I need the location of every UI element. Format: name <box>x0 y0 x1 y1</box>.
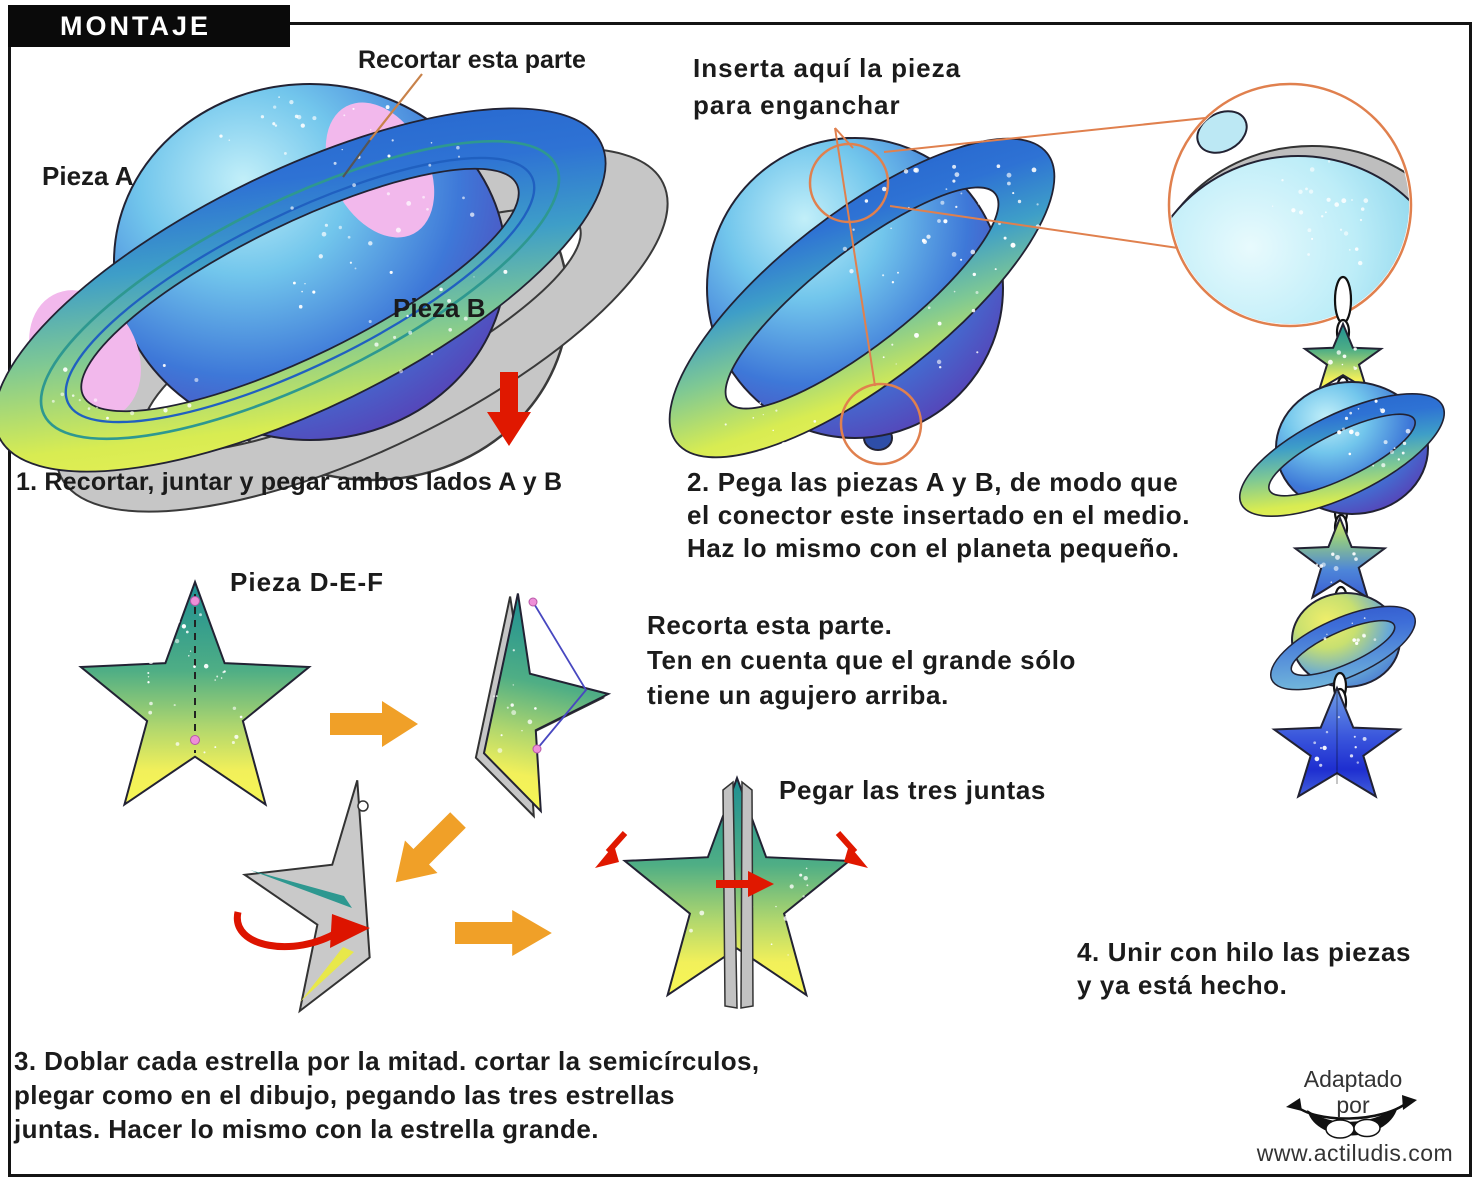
mobile-figure <box>1224 277 1461 797</box>
title-bar: MONTAJE <box>8 5 290 47</box>
notch <box>358 801 368 811</box>
credit-line-1: Adaptado <box>1281 1066 1425 1092</box>
step-4-text: 4. Unir con hilo las piezas y ya está he… <box>1077 936 1411 1002</box>
label-recortar-esta-parte: Recortar esta parte <box>358 44 586 76</box>
orange-arrow-right-1 <box>330 701 418 747</box>
star-flat <box>81 582 309 805</box>
credit-line-2: por <box>1281 1092 1425 1118</box>
orange-arrow-diagonal <box>380 804 475 899</box>
label-inserta: Inserta aquí la pieza para enganchar <box>693 50 961 124</box>
label-pegar-tres-juntas: Pegar las tres juntas <box>779 774 1046 807</box>
label-pieza-def: Pieza D-E-F <box>230 566 384 599</box>
website-url: www.actiludis.com <box>1244 1140 1466 1167</box>
label-pieza-a: Pieza A <box>42 160 134 193</box>
step-1-text: 1. Recortar, juntar y pegar ambos lados … <box>16 466 562 498</box>
credit-text: Adaptado por <box>1281 1066 1425 1118</box>
page-title: MONTAJE <box>8 11 211 42</box>
hole-mark-bottom <box>191 736 200 745</box>
planet-a-b-figure <box>0 36 715 583</box>
step-3-text: 3. Doblar cada estrella por la mitad. co… <box>14 1044 759 1146</box>
mobile-star-medium <box>1295 518 1384 598</box>
connector-tab-zoomed <box>1190 103 1254 161</box>
star-folded-cut <box>466 594 624 825</box>
hole-mark <box>529 598 537 606</box>
orange-arrow-right-2 <box>455 910 552 956</box>
hole-mark <box>533 745 541 753</box>
step-2-text: 2. Pega las piezas A y B, de modo que el… <box>687 466 1190 565</box>
star-folded-back <box>237 780 373 1014</box>
label-recorta: Recorta esta parte. Ten en cuenta que el… <box>647 608 1076 713</box>
hole-mark-top <box>191 597 200 606</box>
label-pieza-b: Pieza B <box>393 292 486 325</box>
